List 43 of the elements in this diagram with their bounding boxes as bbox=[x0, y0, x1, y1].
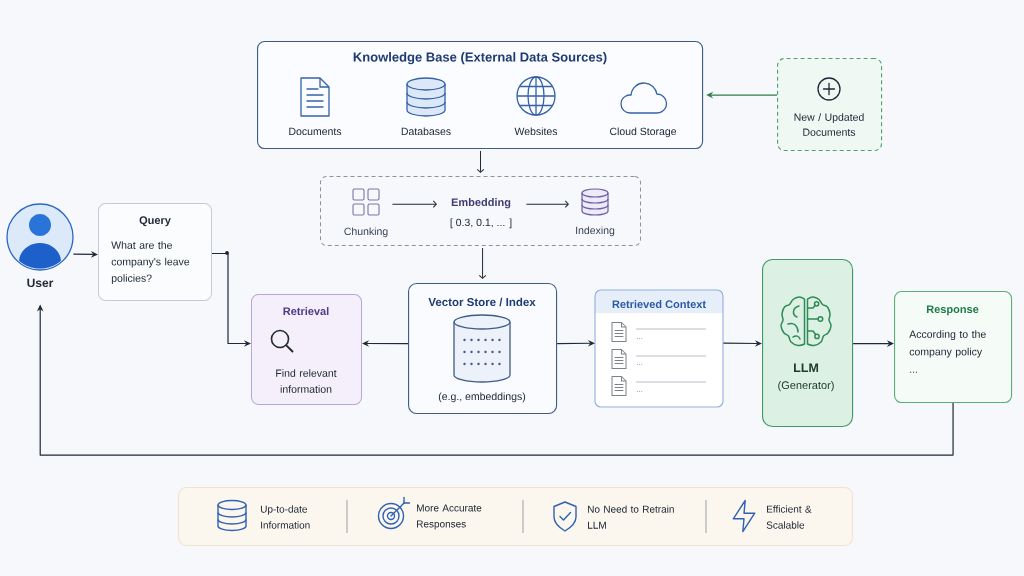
retrieval-box bbox=[251, 294, 362, 405]
icon-label: Databases bbox=[401, 127, 451, 136]
benefit-band bbox=[178, 487, 853, 546]
box-heading: Vector Store / Index bbox=[428, 297, 536, 307]
box-text: What are the company's leave policies? bbox=[111, 241, 190, 284]
arrow bbox=[476, 150, 485, 173]
arrow bbox=[478, 247, 487, 279]
box-text: (e.g., embeddings) bbox=[438, 392, 526, 403]
ellipsis-text: ... bbox=[636, 338, 643, 339]
box-heading: Retrieved Context bbox=[612, 300, 706, 309]
llm-box bbox=[762, 259, 854, 428]
dashed-box bbox=[777, 58, 883, 152]
dashed-box bbox=[320, 176, 641, 246]
step-heading: Embedding bbox=[451, 198, 511, 209]
box-text: New / Updated Documents bbox=[794, 113, 864, 136]
box-heading: Response bbox=[926, 305, 979, 316]
box-text: Find relevant information bbox=[276, 369, 337, 393]
vector-store-box bbox=[408, 283, 558, 415]
benefit-text: Up-to-date Information bbox=[260, 505, 310, 529]
box-heading: Knowledge Base (External Data Sources) bbox=[353, 52, 607, 65]
box-text: (Generator) bbox=[778, 381, 834, 392]
arrow bbox=[391, 200, 437, 208]
benefit-text: Efficient & Scalable bbox=[766, 505, 812, 529]
query-box bbox=[98, 203, 212, 301]
icon-label: Cloud Storage bbox=[610, 127, 677, 138]
ellipsis-text: ... bbox=[636, 364, 643, 365]
knowledge-base-box bbox=[257, 41, 704, 150]
box-text: According to the company policy ... bbox=[909, 330, 986, 373]
arrow bbox=[525, 200, 569, 208]
vector-text: [ 0.3, 0.1, ... ] bbox=[450, 218, 512, 229]
box-heading: LLM bbox=[794, 363, 819, 372]
icon-label: Indexing bbox=[576, 226, 615, 237]
ellipsis-text: ... bbox=[636, 391, 643, 392]
box-heading: Query bbox=[139, 216, 171, 227]
benefit-text: More Accurate Responses bbox=[417, 504, 482, 530]
context-box bbox=[594, 289, 724, 408]
benefit-text: No Need to Retrain LLM bbox=[588, 505, 674, 529]
response-box bbox=[894, 291, 1013, 404]
box-heading: Retrieval bbox=[283, 307, 329, 316]
icon-label: Websites bbox=[514, 127, 558, 136]
avatar-label: User bbox=[27, 278, 54, 288]
icon-label: Documents bbox=[289, 127, 342, 136]
icon-label: Chunking bbox=[344, 227, 388, 238]
